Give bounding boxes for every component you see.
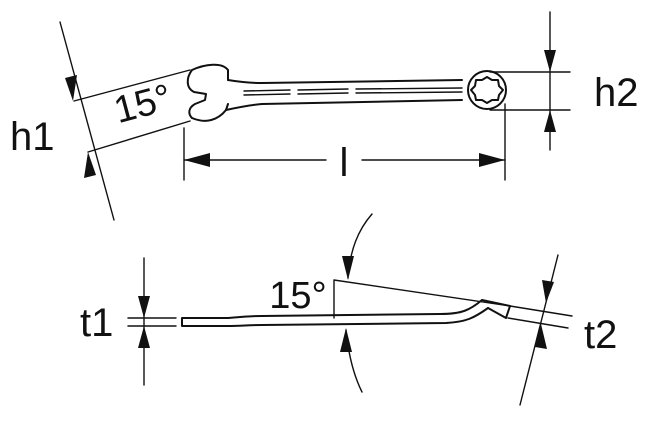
t2-label: t2: [584, 313, 617, 357]
h1-dimension-line: [59, 21, 115, 221]
ring-end-bihex: [470, 76, 504, 104]
t2-arrow-bottom: [535, 324, 547, 349]
l-extension-lines: [183, 103, 506, 181]
t2-dimension-line: [519, 254, 559, 406]
angle-arrow-top: [342, 256, 354, 280]
h2-label: h2: [594, 71, 639, 115]
ring-end-outer: [467, 70, 507, 110]
t1-arrow-bottom: [138, 326, 150, 348]
h1-arrow-top: [65, 75, 77, 101]
t1-extension-lines: [127, 317, 177, 327]
angle-arrow-bottom: [340, 328, 352, 352]
h1-label: h1: [10, 115, 55, 159]
t2-arrow-top: [542, 280, 554, 303]
h2-extension-lines: [489, 71, 571, 111]
h2-arrow-top: [544, 50, 556, 72]
side-shank: [227, 299, 489, 327]
open-end-jaw: [186, 63, 229, 122]
angle-label-top: 15°: [110, 77, 176, 132]
angle-arc-top: [347, 213, 373, 279]
shank-groove: [243, 87, 463, 96]
h1-extension-lines: [73, 69, 191, 153]
l-arrow-left: [184, 153, 210, 167]
h1-arrow-bottom: [84, 152, 96, 178]
angle-reference-lines: [333, 279, 511, 319]
l-label: l: [340, 141, 349, 185]
wrench-top-view: h1 15° h2 l: [10, 11, 639, 221]
wrench-shank: [225, 79, 463, 111]
h2-arrow-bottom: [544, 110, 556, 132]
l-arrow-right: [479, 153, 505, 167]
angle-label-bottom: 15°: [269, 275, 326, 317]
wrench-side-view: 15° t1 t2: [80, 213, 617, 406]
t2-extension-lines: [507, 305, 573, 329]
side-open-end: [181, 317, 229, 327]
t1-label: t1: [80, 301, 113, 345]
t1-arrow-top: [138, 296, 150, 318]
side-ring-end: [481, 299, 511, 319]
